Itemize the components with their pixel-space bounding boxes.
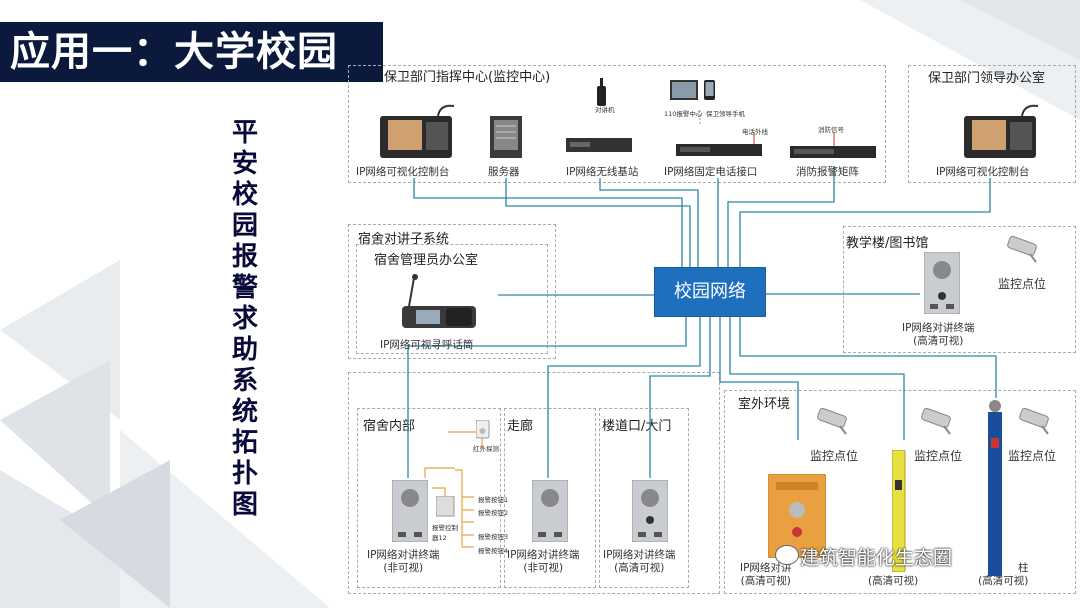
outdoor-terminal-2-caption: (高清可视) [868, 575, 918, 588]
dorm-terminal-line1: IP网络对讲终端 [367, 549, 440, 561]
walkie-talkie-icon [597, 78, 606, 106]
console-device-icon [380, 104, 454, 158]
console-caption: IP网络可视化控制台 [356, 166, 450, 178]
alarm-controller-line1: 报警控制 [432, 524, 458, 532]
teaching-camera-label: 监控点位 [998, 277, 1047, 291]
dorm-office-label: 宿舍管理员办公室 [374, 253, 479, 268]
alarm-button-2: 报警按钮2 [478, 509, 509, 517]
outdoor-camera-1-label: 监控点位 [810, 449, 859, 463]
dorm-terminal-caption: IP网络对讲终端 (非可视) [367, 549, 439, 575]
leader-console-icon [964, 104, 1038, 158]
watermark-text: 建筑智能化生态圈 [800, 547, 953, 569]
alarm-button-4: 报警按钮4 [478, 547, 509, 555]
outdoor-camera-3-icon [1019, 408, 1049, 435]
teaching-terminal-line2: (高清可视) [913, 335, 964, 347]
alarm-button-3: 报警按钮3 [478, 533, 509, 541]
base-station-caption: IP网络无线基站 [566, 166, 639, 178]
fire-alarm-matrix-caption: 消防报警矩阵 [796, 166, 859, 178]
dorm-terminal-line2: (非可视) [383, 562, 424, 574]
teaching-terminal-line1: IP网络对讲终端 [902, 322, 975, 334]
yellow-alarm-pillar-icon [892, 450, 906, 572]
entrance-label: 楼道口/大门 [602, 419, 672, 434]
lower-region-box [348, 372, 720, 594]
external-line-label: 电话外线 [742, 128, 768, 136]
corridor-box [504, 408, 596, 588]
outdoor-terminal-1-line1: IP网络对讲 [740, 562, 792, 574]
dorm-intercom-box [348, 224, 556, 359]
outdoor-box [724, 390, 1076, 594]
corridor-terminal-line1: IP网络对讲终端 [507, 549, 580, 561]
server-icon [490, 116, 522, 158]
page-title: 应用一：大学校园 [10, 29, 338, 75]
corridor-terminal-caption: IP网络对讲终端 (非可视) [507, 549, 579, 575]
alarm-controller-label: 报警控制 器12 [432, 522, 458, 542]
alarm-controller-icon [436, 496, 455, 517]
title-banner: 应用一：大学校园 [0, 22, 383, 82]
infrared-sensor-icon [476, 420, 490, 439]
entrance-terminal-icon [632, 480, 668, 542]
leader-console-caption: IP网络可视化控制台 [936, 166, 1030, 178]
phone-interface-caption: IP网络固定电话接口 [664, 166, 758, 178]
paging-microphone-icon [402, 274, 476, 328]
outdoor-terminal-3-caption: 柱 (高清可视) [978, 562, 1029, 588]
leader-office-box [908, 65, 1076, 183]
outdoor-terminal-2-line1: (高清可视) [868, 575, 919, 587]
outdoor-terminal-3-line2: (高清可视) [978, 575, 1029, 587]
command-center-label: 保卫部门指挥中心(监控中心) [384, 70, 551, 85]
paging-microphone-caption: IP网络可视寻呼话筒 [380, 339, 474, 351]
dorm-inside-box [357, 408, 501, 588]
command-center-box [348, 65, 886, 183]
blue-alarm-column-icon [988, 400, 1002, 576]
outdoor-terminal-3-line1: 柱 [1018, 562, 1029, 574]
vertical-title: 平安校园报警求助系统拓扑图 [231, 118, 258, 520]
outdoor-camera-1-icon [817, 408, 847, 435]
outdoor-terminal-1-line2: (高清可视) [740, 575, 791, 587]
entrance-terminal-line1: IP网络对讲终端 [603, 549, 676, 561]
alarm-controller-line2: 器12 [432, 534, 447, 542]
teaching-terminal-caption: IP网络对讲终端 (高清可视) [902, 322, 974, 348]
outdoor-label: 室外环境 [738, 397, 791, 412]
orange-alarm-box-icon [768, 474, 826, 558]
outdoor-camera-3-label: 监控点位 [1008, 449, 1057, 463]
leader-office-label: 保卫部门领导办公室 [928, 71, 1046, 86]
corridor-terminal-icon [532, 480, 568, 542]
outdoor-terminal-1-caption: IP网络对讲 (高清可视) [740, 562, 791, 588]
entrance-terminal-caption: IP网络对讲终端 (高清可视) [603, 549, 675, 575]
fire-signal-label: 消防信号 [818, 126, 844, 134]
dorm-terminal-icon [392, 480, 428, 542]
corridor-label: 走廊 [507, 419, 534, 434]
server-caption: 服务器 [488, 166, 520, 178]
alarm-center-label: 110报警中心 [664, 110, 703, 118]
phone-interface-icon [676, 144, 762, 156]
teaching-terminal-icon [924, 252, 960, 314]
campus-network-hub: 校园网络 [655, 268, 765, 316]
dorm-inside-label: 宿舍内部 [363, 419, 416, 434]
alarm-button-1: 报警按钮1 [478, 496, 509, 504]
fire-alarm-matrix-icon [790, 146, 876, 158]
outdoor-camera-2-icon [921, 408, 951, 435]
leader-phone-label: 保卫领导手机 [706, 110, 745, 118]
teaching-label: 教学楼/图书馆 [846, 236, 929, 251]
teaching-box [843, 226, 1076, 353]
infrared-sensor-label: 红外探测 [473, 445, 499, 453]
mobile-phone-icon [704, 80, 715, 100]
dorm-office-box [356, 244, 548, 354]
entrance-box [599, 408, 689, 588]
wechat-icon [775, 545, 799, 565]
entrance-terminal-line2: (高清可视) [614, 562, 665, 574]
outdoor-camera-2-label: 监控点位 [914, 449, 963, 463]
monitor-icon [670, 80, 698, 100]
corridor-terminal-line2: (非可视) [523, 562, 564, 574]
base-station-icon [566, 138, 632, 152]
dorm-intercom-label: 宿舍对讲子系统 [358, 232, 450, 247]
camera-icon [1007, 236, 1037, 263]
walkie-talkie-label: 对讲机 [595, 106, 615, 114]
